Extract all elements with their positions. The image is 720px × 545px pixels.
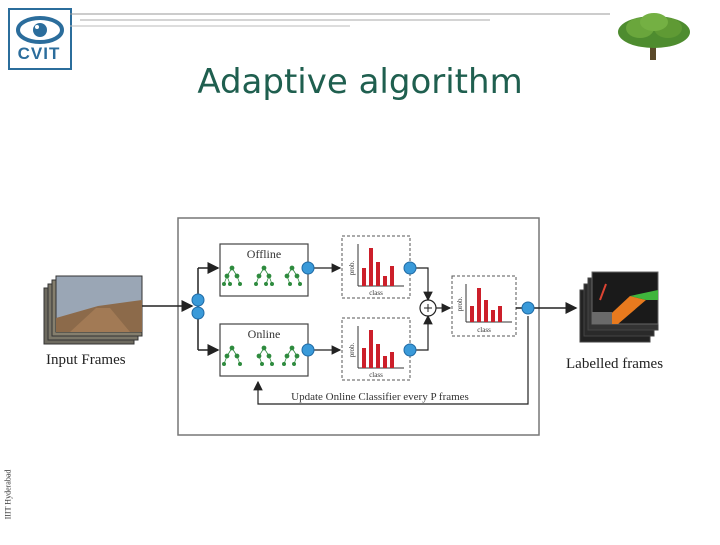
offline-prob-label: prob.: [348, 260, 356, 275]
slide-title: Adaptive algorithm: [197, 62, 523, 102]
online-histogram: [357, 326, 404, 369]
combined-histogram-box: [451, 275, 517, 337]
offline-histogram: [357, 244, 404, 287]
online-prob-label: prob.: [348, 342, 356, 357]
logo-text: CVIT: [17, 44, 61, 63]
blue-nodes: [191, 261, 535, 357]
labelled-frames-stack: [579, 271, 659, 343]
offline-class-label: class: [369, 289, 383, 297]
tree-logo: [618, 13, 690, 60]
combined-class-label: class: [477, 326, 491, 334]
combined-prob-label: prob.: [456, 296, 464, 311]
offline-label: Offline: [247, 247, 281, 261]
outer-box: [177, 217, 540, 436]
header-lines: [70, 13, 610, 27]
online-class-label: class: [369, 371, 383, 379]
eye-icon: [16, 16, 64, 44]
labelled-frames-label: Labelled frames: [566, 356, 664, 372]
online-trees: [221, 345, 300, 366]
offline-trees: [221, 265, 303, 286]
online-label: Online: [248, 327, 281, 341]
input-frames-stack: [43, 275, 143, 345]
combined-histogram: [465, 284, 512, 323]
update-label: Update Online Classifier every P frames: [291, 391, 469, 403]
input-frames-label: Input Frames: [46, 352, 126, 368]
cvit-logo: [8, 8, 72, 70]
